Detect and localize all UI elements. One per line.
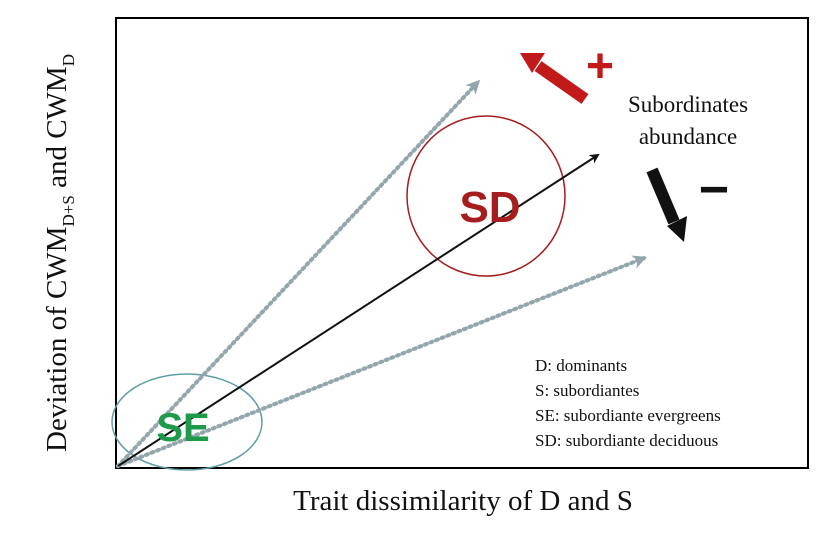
- increase-symbol: +: [586, 40, 614, 93]
- legend-item: SD: subordiante deciduous: [535, 431, 718, 450]
- increase-arrow-icon: [520, 53, 589, 104]
- decrease-arrow-icon: [646, 167, 687, 242]
- legend-item: D: dominants: [535, 356, 627, 375]
- sd-label: SD: [459, 183, 520, 232]
- abundance-label-line1: Subordinates: [628, 92, 748, 117]
- legend-item: S: subordiantes: [535, 381, 639, 400]
- y-axis-label: Deviation of CWMD+S and CWMD: [41, 54, 78, 452]
- se-label: SE: [156, 406, 209, 450]
- plot-frame: [115, 17, 809, 469]
- dotted-arrow-upper: [116, 79, 481, 468]
- dotted-arrow-lower: [116, 255, 647, 468]
- legend-item: SE: subordiante evergreens: [535, 406, 721, 425]
- abundance-label-line2: abundance: [639, 124, 737, 149]
- main-trend-arrow: [117, 153, 600, 467]
- sd-ellipse: [406, 115, 566, 277]
- decrease-symbol: −: [699, 161, 729, 219]
- x-axis-label: Trait dissimilarity of D and S: [293, 485, 633, 517]
- se-ellipse: [111, 373, 263, 471]
- legend: D: dominants S: subordiantes SE: subordi…: [535, 356, 721, 450]
